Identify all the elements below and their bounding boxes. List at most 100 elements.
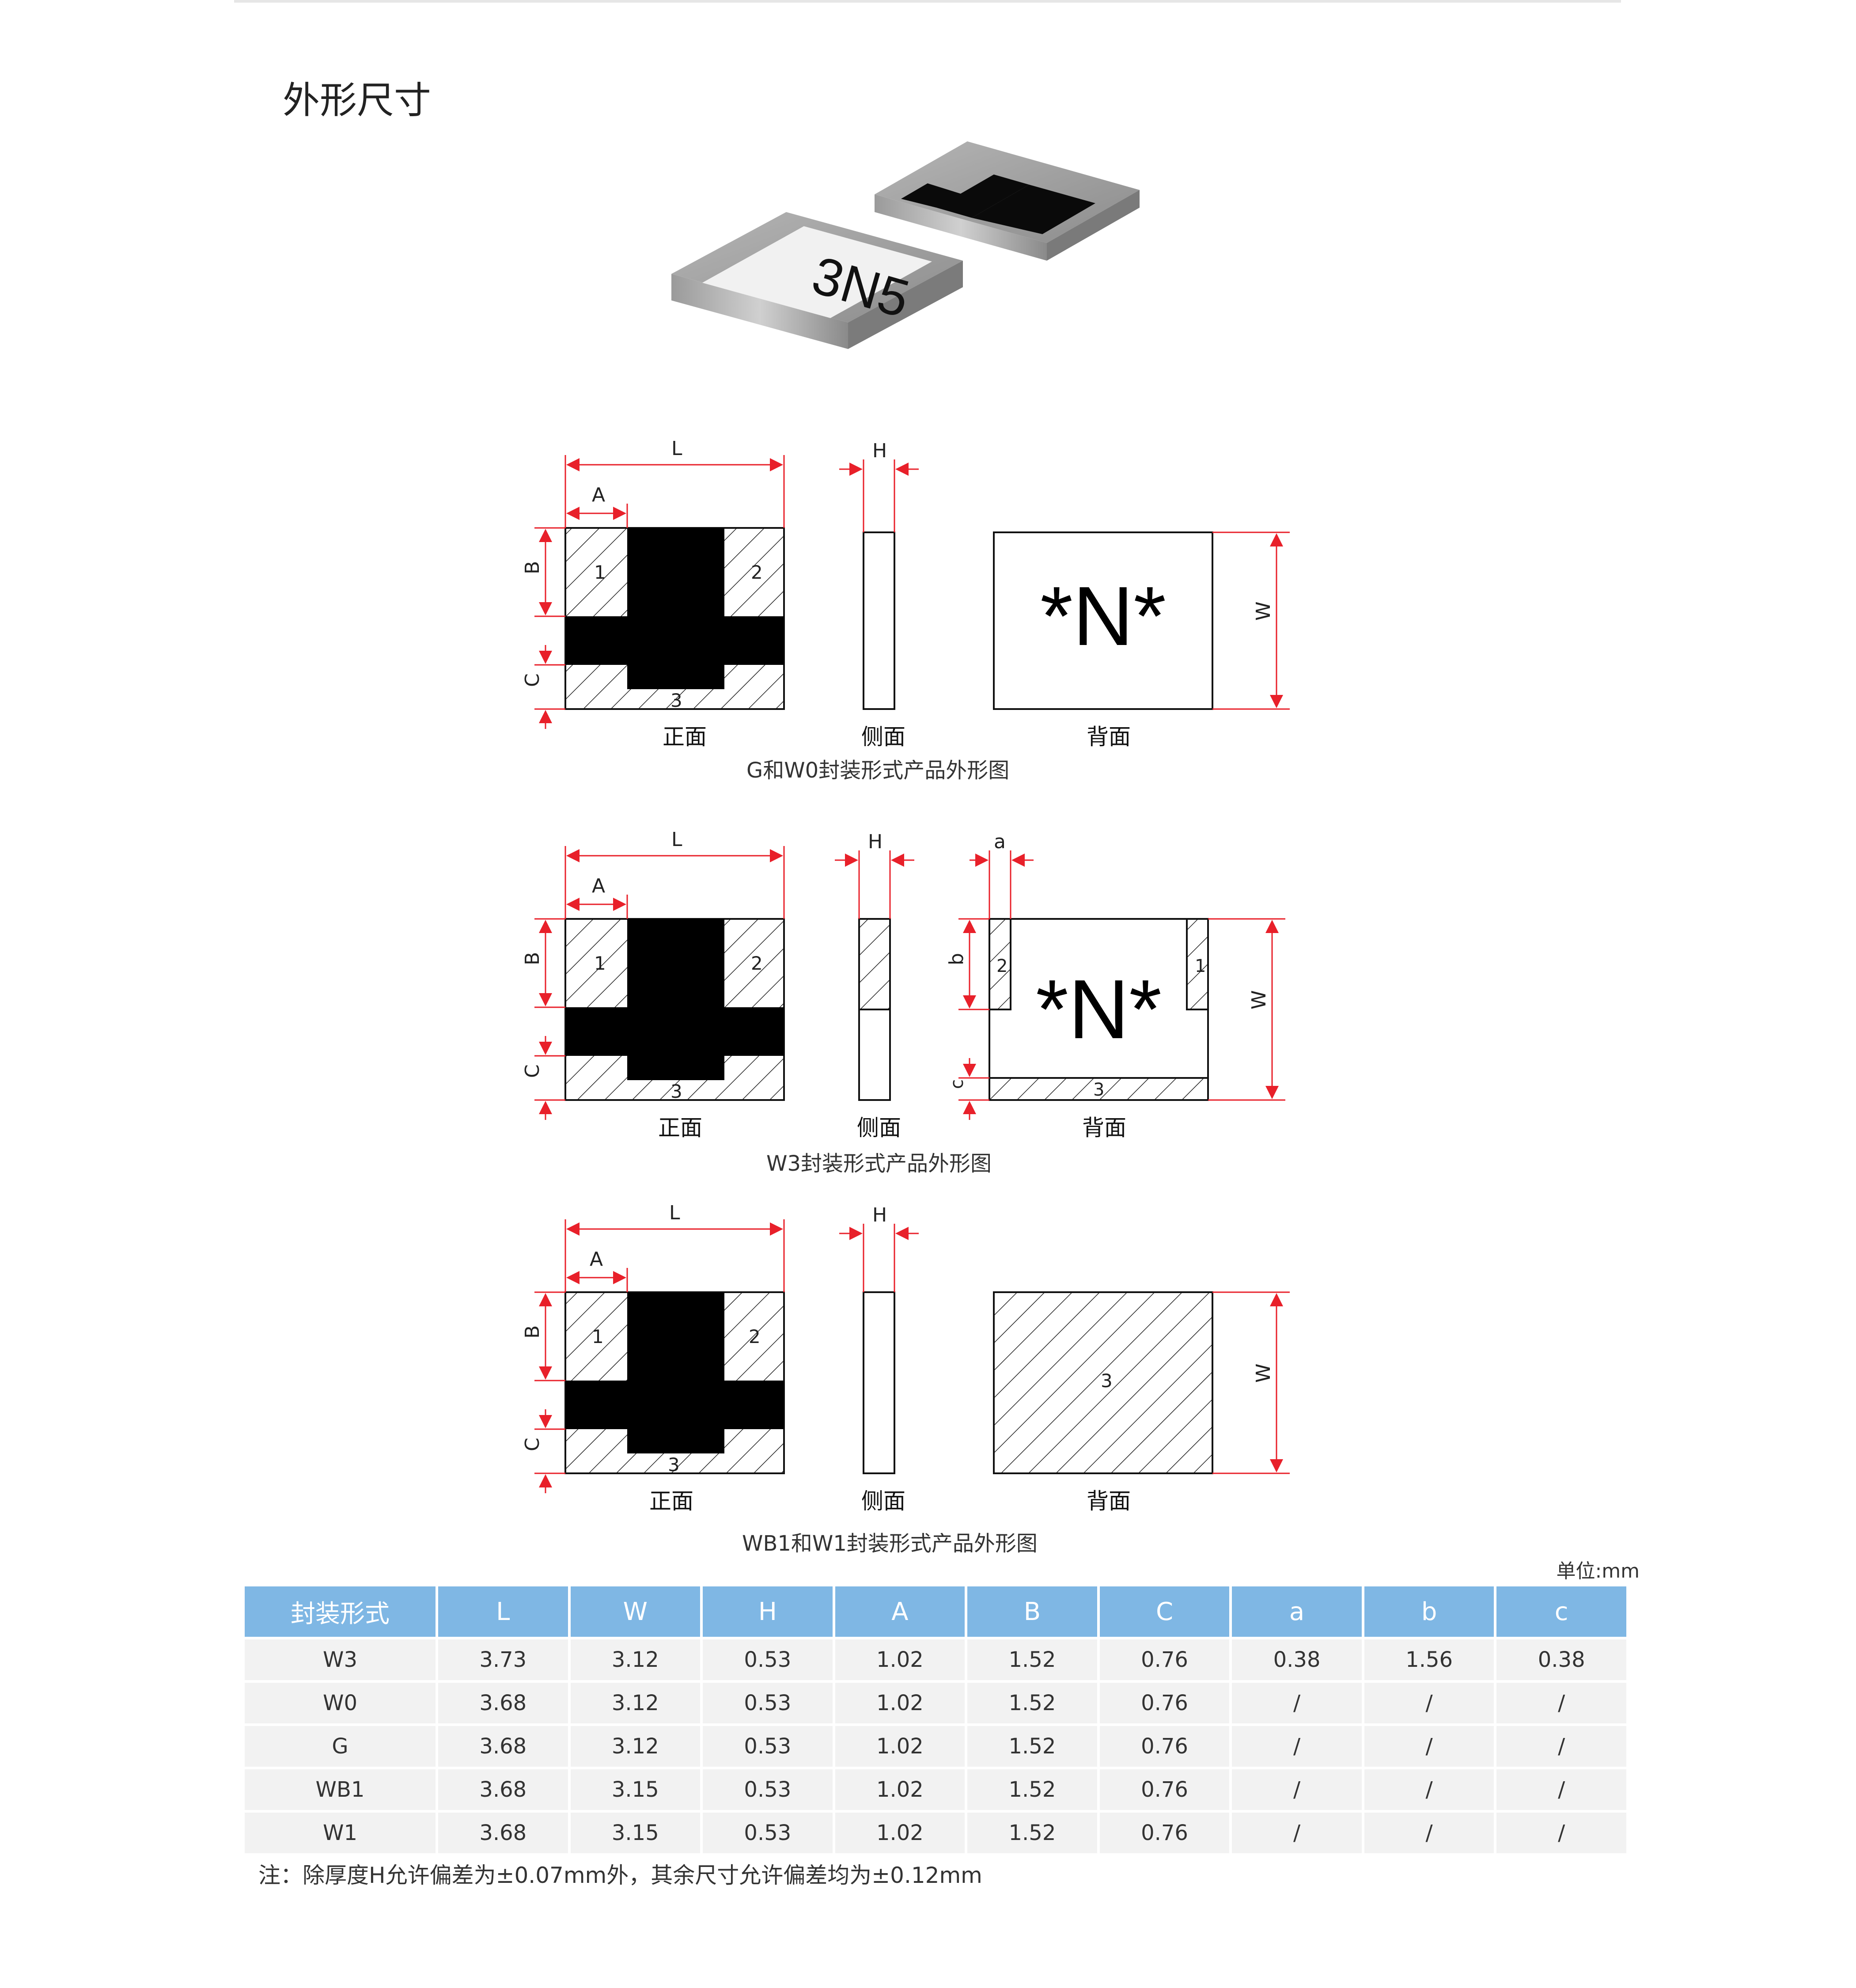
view-label-front: 正面 [658,1115,702,1141]
dim-label-a: a [994,831,1006,853]
pad-label-3: 3 [1101,1370,1113,1392]
table-cell: / [1496,1813,1626,1853]
table-cell: / [1496,1769,1626,1810]
table-cell: 0.38 [1496,1639,1626,1680]
table-header: A [835,1586,965,1637]
dim-label-H: H [872,440,887,462]
table-cell: W0 [245,1683,436,1723]
dim-label-B: B [521,561,544,574]
dimension-table: 封装形式 L W H A B C a b c W3 3.73 3.12 0.53… [242,1584,1629,1856]
pad-label-2: 2 [751,561,763,583]
side-view: H 侧面 [839,440,919,750]
table-cell: 0.76 [1099,1639,1230,1680]
side-view: H 侧面 [835,831,914,1141]
table-cell: G [245,1726,436,1767]
dim-label-W: W [1252,601,1275,621]
dim-label-L: L [669,1202,680,1224]
chip-back-photo [875,141,1140,261]
table-cell: / [1364,1813,1494,1853]
table-cell: 3.15 [570,1813,701,1853]
pad-label-1: 1 [594,952,606,974]
dim-label-H: H [872,1204,887,1226]
table-cell: / [1496,1683,1626,1723]
table-cell: W3 [245,1639,436,1680]
view-label-back: 背面 [1087,724,1131,750]
table-header: a [1232,1586,1362,1637]
table-row: WB1 3.68 3.15 0.53 1.02 1.52 0.76 / / / [245,1769,1626,1810]
pad-label-2: 2 [996,956,1008,976]
table-cell: / [1232,1683,1362,1723]
table-cell: 1.52 [967,1769,1097,1810]
dim-label-B: B [521,1325,544,1339]
dim-label-W: W [1252,1363,1275,1383]
view-label-front: 正面 [663,724,707,750]
front-view: L A B C 1 2 3 正面 [521,1202,785,1514]
table-header-row: 封装形式 L W H A B C a b c [245,1586,1626,1637]
table-cell: 0.53 [703,1769,833,1810]
pad-label-1: 1 [1195,956,1206,976]
unit-label: 单位:mm [1556,1560,1640,1582]
pad-label-1: 1 [594,561,606,583]
table-cell: 1.02 [835,1683,965,1723]
front-view: L A B C 1 2 3 正面 [521,437,785,750]
dim-label-H: H [868,831,883,853]
outline-drawings: L A B C 1 2 3 正面 H 侧面 *N* [521,437,1290,1556]
table-cell: 1.02 [835,1639,965,1680]
dim-label-B: B [521,952,544,965]
table-header: C [1099,1586,1230,1637]
table-cell: 3.12 [570,1639,701,1680]
table-cell: W1 [245,1813,436,1853]
table-cell: 0.53 [703,1683,833,1723]
table-cell: / [1232,1769,1362,1810]
table-row: W1 3.68 3.15 0.53 1.02 1.52 0.76 / / / [245,1813,1626,1853]
table-row: W0 3.68 3.12 0.53 1.02 1.52 0.76 / / / [245,1683,1626,1723]
dim-label-L: L [671,828,682,851]
diagram-wb1-w1: L A B C 1 2 3 正面 H 侧面 3 W [521,1202,1290,1556]
tolerance-note: 注：除厚度H允许偏差为±0.07mm外，其余尺寸允许偏差均为±0.12mm [258,1863,982,1888]
table-cell: / [1496,1726,1626,1767]
diagram-caption: WB1和W1封装形式产品外形图 [742,1531,1038,1556]
pad-label-2: 2 [751,952,763,974]
pad-label-3: 3 [668,1454,680,1476]
dim-label-C: C [521,1438,544,1451]
dim-label-C: C [521,1064,544,1078]
pad-label-3: 3 [1093,1080,1104,1100]
table-header: L [438,1586,568,1637]
table-cell: 1.52 [967,1813,1097,1853]
table-cell: WB1 [245,1769,436,1810]
dim-label-c: c [947,1079,967,1089]
back-marking: *N* [1040,569,1166,663]
table-cell: 1.02 [835,1726,965,1767]
dim-label-L: L [671,437,682,460]
section-title: 外形尺寸 [283,79,432,122]
dim-label-W: W [1248,990,1270,1009]
diagram-caption: W3封装形式产品外形图 [766,1151,992,1176]
table-cell: 1.02 [835,1769,965,1810]
back-view: *N* W 背面 [993,531,1290,750]
back-marking: *N* [1036,963,1162,1056]
diagram-w3: L A B C 1 2 3 正面 H 侧面 *N* 2 [521,828,1285,1176]
table-header: W [570,1586,701,1637]
table-row: G 3.68 3.12 0.53 1.02 1.52 0.76 / / / [245,1726,1626,1767]
table-cell: / [1232,1813,1362,1853]
table-cell: 1.52 [967,1726,1097,1767]
table-cell: 0.53 [703,1726,833,1767]
view-label-front: 正面 [649,1488,693,1514]
table-cell: / [1364,1683,1494,1723]
table-cell: 3.15 [570,1769,701,1810]
table-cell: / [1364,1726,1494,1767]
table-header: H [703,1586,833,1637]
table-header: 封装形式 [245,1586,436,1637]
table-cell: 3.73 [438,1639,568,1680]
table-cell: 3.68 [438,1683,568,1723]
table-header: B [967,1586,1097,1637]
pad-label-1: 1 [592,1326,604,1347]
dim-label-C: C [521,673,544,687]
table-cell: 0.53 [703,1813,833,1853]
pad-label-2: 2 [749,1326,761,1347]
pad-label-3: 3 [670,690,682,711]
table-cell: 0.76 [1099,1769,1230,1810]
table-cell: 3.12 [570,1726,701,1767]
table-cell: 0.76 [1099,1726,1230,1767]
table-cell: / [1232,1726,1362,1767]
